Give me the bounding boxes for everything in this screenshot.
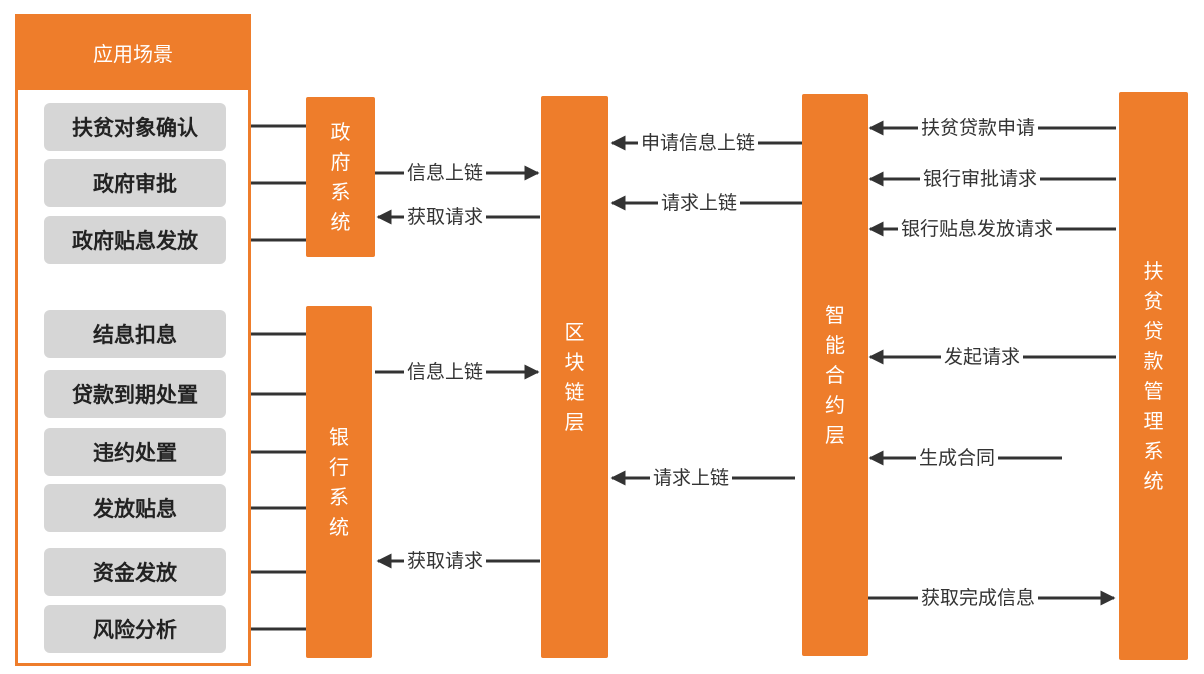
bank-system-block: 银行系统 [306,306,372,658]
gov-system-block: 政府系统 [306,97,375,257]
label-bank-approve-req: 银行审批请求 [920,167,1041,191]
label-gov-info-up: 信息上链 [404,161,487,185]
panel-title: 应用场景 [15,14,251,90]
label-gen-contract: 生成合同 [916,446,999,470]
loan-management-system-block: 扶贫贷款管理系统 [1119,92,1188,660]
scenario-item: 政府贴息发放 [44,216,226,264]
label-bank-info-up: 信息上链 [404,360,487,384]
label-bank-get-req: 获取请求 [404,549,487,573]
gov-system-label: 政府系统 [330,120,351,234]
blockchain-layer-block: 区块链层 [541,96,608,658]
bank-system-label: 银行系统 [329,425,349,539]
label-bank-subsidy-req: 银行贴息发放请求 [898,217,1057,241]
smart-contract-layer-block: 智能合约层 [802,94,868,656]
smart-contract-layer-label: 智能合约层 [825,303,845,447]
blockchain-layer-label: 区块链层 [564,320,585,434]
scenario-item: 资金发放 [44,548,226,596]
label-gov-get-req: 获取请求 [404,205,487,229]
label-loan-apply: 扶贫贷款申请 [918,116,1039,140]
label-req-up-2: 请求上链 [650,466,733,490]
label-req-up-1: 请求上链 [658,191,741,215]
scenario-item: 政府审批 [44,159,226,207]
scenario-item: 违约处置 [44,428,226,476]
label-apply-info-up: 申请信息上链 [638,131,759,155]
label-get-done-info: 获取完成信息 [918,586,1039,610]
scenario-item: 发放贴息 [44,484,226,532]
scenario-item: 贷款到期处置 [44,370,226,418]
loan-management-system-label: 扶贫贷款管理系统 [1143,259,1164,493]
scenario-item: 风险分析 [44,605,226,653]
scenario-item: 扶贫对象确认 [44,103,226,151]
scenario-item: 结息扣息 [44,310,226,358]
label-initiate-req: 发起请求 [941,345,1024,369]
